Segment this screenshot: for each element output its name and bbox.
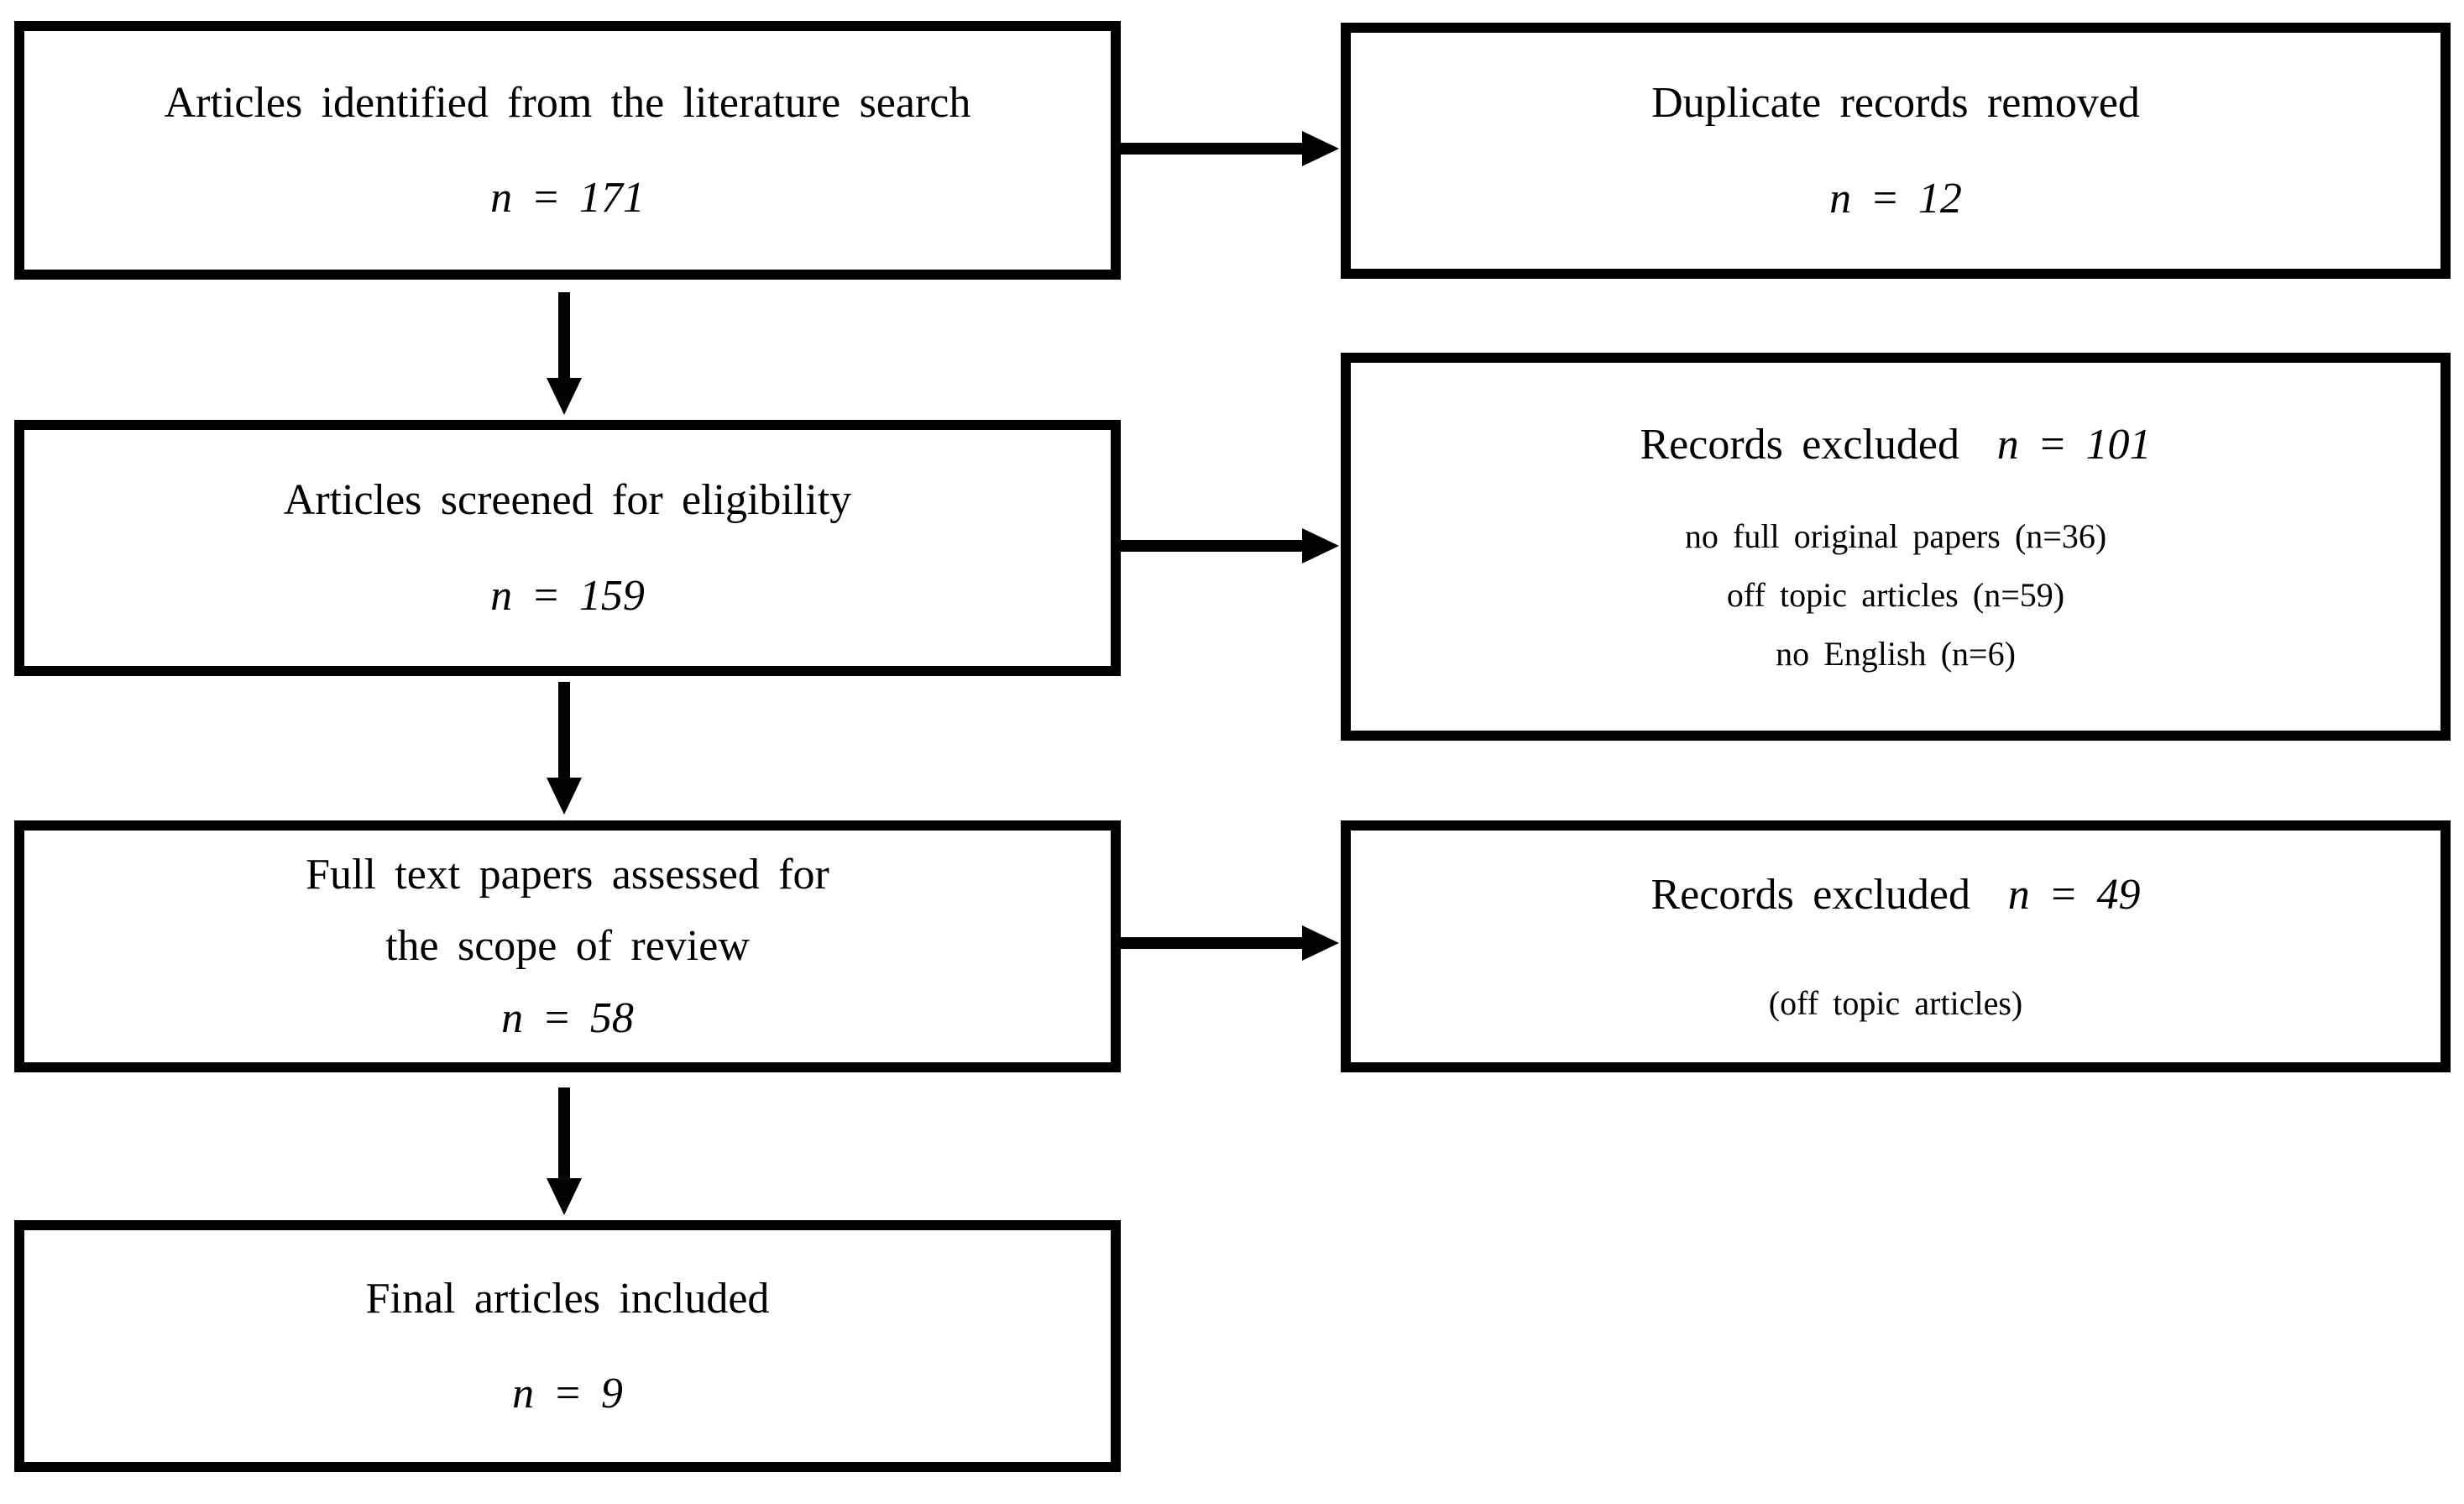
records-excluded-count: n = 101 [1996, 420, 2152, 469]
box-records-excluded-fulltext: Records excluded n = 49 (off topic artic… [1341, 820, 2451, 1072]
box-fulltext-assessed-text-line1: Full text papers assessed for [306, 850, 829, 899]
box-final-included-count: n = 9 [512, 1370, 623, 1418]
box-articles-identified: Articles identified from the literature … [14, 21, 1121, 280]
box-fulltext-assessed-text-line2: the scope of review [385, 922, 750, 971]
arrowhead-right-icon [1302, 925, 1339, 961]
exclusion-reasons-list: no full original papers (n=36) off topic… [1685, 516, 2106, 674]
arrowhead-down-icon [547, 1178, 582, 1215]
box-records-excluded-screening-heading: Records excluded n = 101 [1640, 419, 2152, 470]
arrowhead-right-icon [1302, 528, 1339, 563]
arrow-identified-to-screened [558, 292, 570, 381]
exclusion-reason: (off topic articles) [1768, 984, 2023, 1023]
box-articles-screened-text: Articles screened for eligibility [283, 476, 852, 525]
arrow-screened-to-fulltext [558, 682, 570, 781]
arrowhead-right-icon [1302, 131, 1339, 166]
arrow-fulltext-to-included [558, 1087, 570, 1182]
arrow-screened-to-excluded [1121, 540, 1304, 552]
box-fulltext-assessed-count: n = 58 [501, 993, 634, 1042]
exclusion-reason: no English (n=6) [1776, 635, 2016, 673]
records-excluded-title: Records excluded [1640, 420, 1979, 469]
box-final-included: Final articles included n = 9 [14, 1220, 1121, 1472]
box-articles-screened: Articles screened for eligibility n = 15… [14, 420, 1121, 676]
arrow-identified-to-duplicates [1121, 143, 1304, 155]
box-records-excluded-fulltext-heading: Records excluded n = 49 [1651, 869, 2141, 920]
arrowhead-down-icon [547, 378, 582, 415]
box-duplicates-removed: Duplicate records removed n = 12 [1341, 23, 2451, 279]
exclusion-reason: no full original papers (n=36) [1684, 517, 2107, 556]
records-excluded-title: Records excluded [1651, 870, 1990, 919]
exclusion-reason: off topic articles (n=59) [1726, 576, 2065, 615]
box-records-excluded-screening: Records excluded n = 101 no full origina… [1341, 353, 2451, 741]
box-articles-identified-text: Articles identified from the literature … [164, 78, 971, 127]
box-articles-screened-count: n = 159 [490, 571, 645, 620]
arrowhead-down-icon [547, 778, 582, 815]
box-final-included-text: Final articles included [365, 1274, 770, 1323]
box-duplicates-removed-text: Duplicate records removed [1651, 79, 2140, 128]
box-duplicates-removed-count: n = 12 [1829, 174, 1962, 223]
records-excluded-count: n = 49 [2007, 870, 2141, 919]
box-fulltext-assessed: Full text papers assessed for the scope … [14, 820, 1121, 1072]
box-articles-identified-count: n = 171 [490, 174, 645, 222]
arrow-fulltext-to-excluded [1121, 937, 1304, 949]
